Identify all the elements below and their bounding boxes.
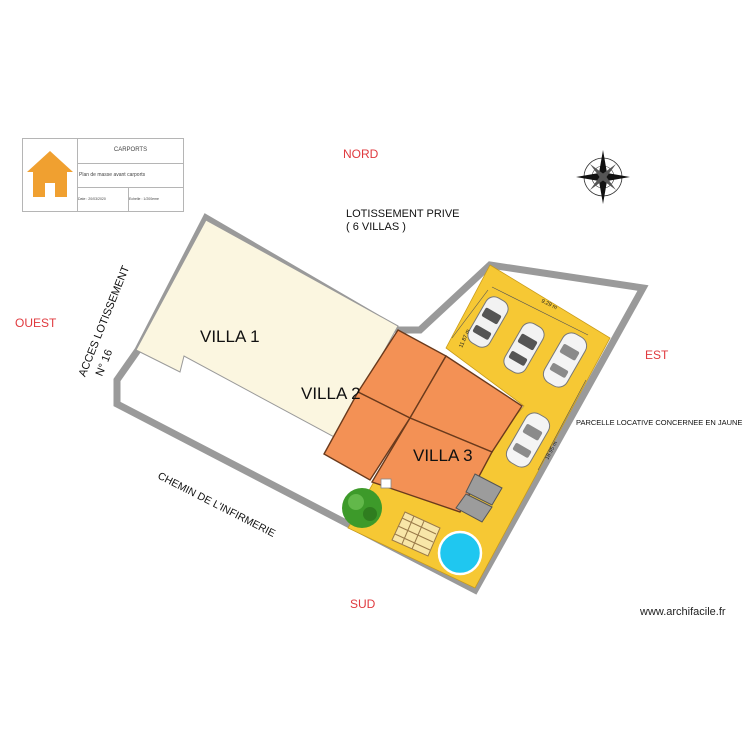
pergola-icon [391,511,441,557]
title-block-title: CARPORTS [78,139,183,164]
dimension-line-right [537,379,587,471]
house-icon [27,151,73,197]
east-label: EST [645,348,669,362]
lotissement-label-line1: LOTISSEMENT PRIVE [346,208,460,220]
villa-2-roof-b [323,391,412,481]
villa-2-3-roofs [323,329,523,513]
logo [23,139,78,211]
villa-2-label: VILLA 2 [301,384,361,403]
title-block-date: Date : 20/03/2020 [78,187,129,211]
watermark: www.archifacile.fr [640,606,726,618]
villa-3-label: VILLA 3 [413,446,473,465]
title-block-scale: Echelle : 1/200eme [129,197,159,201]
pool-icon [437,530,483,576]
villa-1-zone [135,219,399,439]
compass-rose-icon [576,150,630,204]
title-block: CARPORTS Plan de masse avant carports Da… [22,138,184,212]
lotissement-label-line2: ( 6 VILLAS ) [346,221,406,233]
dimension-line-left [451,289,489,339]
title-block-subtitle: Plan de masse avant carports [78,163,183,188]
car-icon [542,332,588,388]
dimension-line-top [491,286,589,336]
south-label: SUD [350,597,376,611]
annex-1 [465,473,503,506]
north-label: NORD [343,147,379,161]
west-label: OUEST [15,316,57,330]
car-icon [505,412,551,468]
villa-3-roof-b [370,417,493,513]
villa-1-label: VILLA 1 [200,327,260,346]
bench-icon [380,478,392,489]
tree-icon [342,488,382,528]
car-icon [467,296,509,348]
annex-2 [455,493,493,523]
parcelle-label: PARCELLE LOCATIVE CONCERNEE EN JAUNE [576,418,743,427]
car-icon [503,322,545,374]
